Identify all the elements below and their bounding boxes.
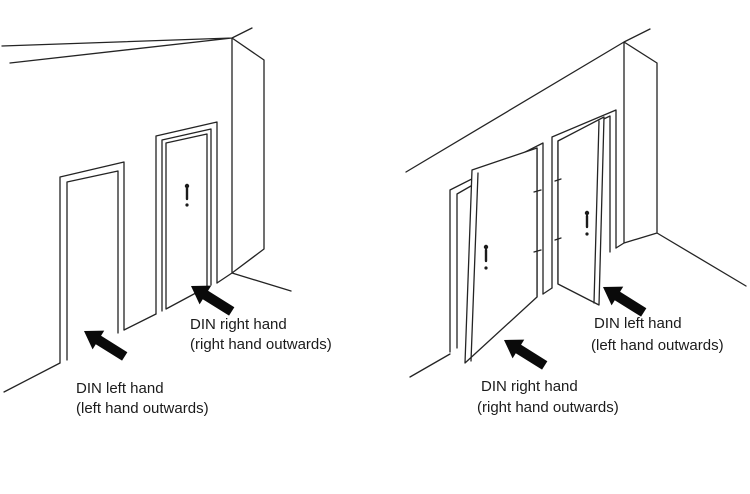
left-door-label-line2: (right hand outwards) <box>477 399 619 416</box>
diagram-left: DIN right hand (right hand outwards) DIN… <box>1 27 332 417</box>
arrow-icon <box>504 339 548 370</box>
keyhole-icon <box>585 232 589 236</box>
closed-door-label-line2: (right hand outwards) <box>190 336 332 353</box>
right-door-leaf-edge <box>593 120 600 304</box>
closed-door-frame <box>155 121 218 315</box>
diagram-right: DIN left hand (left hand outwards) DIN r… <box>405 28 747 416</box>
keyhole-icon <box>484 266 488 270</box>
right-door-label-line2: (left hand outwards) <box>591 337 724 354</box>
left-door-open-leaf <box>464 147 538 364</box>
handle-lever-icon <box>584 210 590 216</box>
left-door-leaf-edge <box>470 172 479 362</box>
arrow-icon <box>191 285 235 316</box>
door-handle-icon <box>184 183 190 207</box>
door-handle-icon <box>584 210 590 236</box>
open-doorway-frame <box>59 161 125 364</box>
arrow-icon <box>84 330 128 361</box>
open-doorway-label-line2: (left hand outwards) <box>76 400 209 417</box>
right-door-label-line1: DIN left hand <box>594 315 682 332</box>
right-door-open-leaf <box>557 116 605 306</box>
wall-outline <box>405 28 747 378</box>
left-door-label-line1: DIN right hand <box>481 378 578 395</box>
keyhole-icon <box>185 203 189 207</box>
handle-lever-icon <box>184 183 190 189</box>
closed-door-leaf <box>165 133 208 310</box>
closed-door-label-line1: DIN right hand <box>190 316 287 333</box>
door-handle-icon <box>483 244 489 270</box>
right-door-hinge-marks <box>554 178 562 241</box>
open-doorway-label-line1: DIN left hand <box>76 380 164 397</box>
left-door-hinge-marks <box>533 189 542 253</box>
handle-lever-icon <box>483 244 489 250</box>
arrow-icon <box>603 286 647 317</box>
wall-outline <box>1 27 292 393</box>
